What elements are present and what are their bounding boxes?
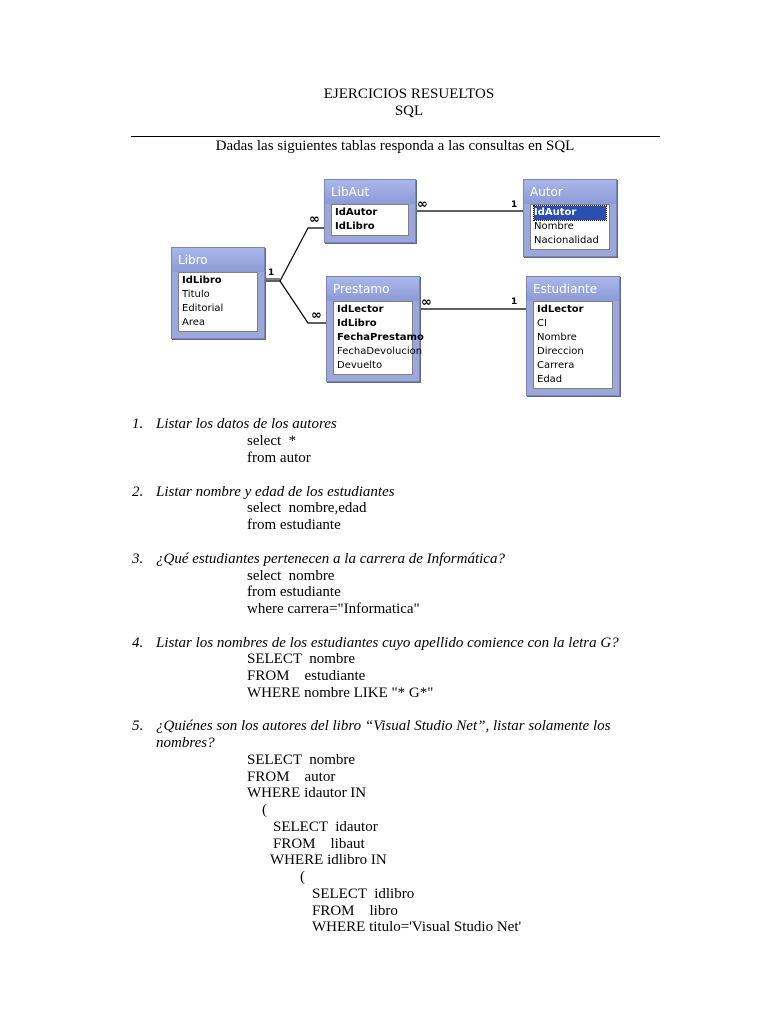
table-title[interactable]: Estudiante — [527, 277, 619, 301]
cardinality-one-estudiante: 1 — [511, 297, 518, 307]
sql-line: SELECT idautor — [273, 819, 378, 835]
exercise-question: Listar los nombres de los estudiantes cu… — [156, 635, 619, 651]
table-title[interactable]: Libro — [172, 248, 264, 272]
exercise-question: Listar los datos de los autores — [156, 416, 337, 432]
field[interactable]: Titulo — [182, 289, 210, 300]
field[interactable]: Nombre — [534, 221, 574, 232]
field[interactable]: Devuelto — [337, 360, 383, 371]
field[interactable]: Nombre — [537, 332, 577, 343]
cardinality-many-prestamo: ∞ — [311, 308, 322, 323]
relation-libro-libaut — [262, 227, 327, 282]
table-libro[interactable]: Libro IdLibro Titulo Editorial Area — [171, 247, 265, 339]
exercise-question-cont: nombres? — [156, 735, 215, 751]
cardinality-one-autor: 1 — [511, 200, 518, 210]
field[interactable]: FechaDevolucion — [337, 346, 423, 357]
field[interactable]: Direccion — [537, 346, 584, 357]
cardinality-one-libro: 1 — [268, 268, 275, 278]
intro-text: Dadas las siguientes tablas responda a l… — [215, 138, 575, 154]
sql-line: ( — [300, 869, 305, 885]
relationship-lines — [262, 210, 527, 324]
cardinality-many-prestamo-estudiante: ∞ — [421, 295, 432, 310]
field[interactable]: IdLibro — [182, 275, 222, 286]
field[interactable]: IdAutor — [335, 207, 378, 218]
exercise-question: ¿Quiénes son los autores del libro “Visu… — [156, 718, 611, 734]
sql-line: SELECT idlibro — [312, 886, 415, 902]
sql-line: FROM libaut — [273, 836, 365, 852]
sql-line: ( — [262, 802, 267, 818]
exercise-number: 2. — [132, 484, 144, 500]
exercise-number: 1. — [132, 416, 144, 432]
field[interactable]: Edad — [537, 374, 563, 385]
sql-line: from autor — [247, 450, 311, 466]
exercise-question: ¿Qué estudiantes pertenecen a la carrera… — [156, 551, 505, 567]
field[interactable]: Carrera — [537, 360, 575, 371]
field[interactable]: IdLector — [537, 304, 584, 315]
field-list: IdAutor IdLibro — [331, 204, 409, 236]
field-list: IdLibro Titulo Editorial Area — [178, 272, 258, 332]
field[interactable]: IdLibro — [335, 221, 375, 232]
field[interactable]: IdLector — [337, 304, 384, 315]
sql-line: where carrera="Informatica" — [247, 601, 420, 617]
sql-line: WHERE nombre LIKE "* G*" — [247, 685, 434, 701]
field[interactable]: Nacionalidad — [534, 235, 599, 246]
sql-line: WHERE titulo='Visual Studio Net' — [312, 919, 522, 935]
field-selected[interactable]: IdAutor — [533, 205, 607, 221]
exercise-number: 5. — [132, 718, 144, 734]
table-title[interactable]: Prestamo — [327, 277, 419, 301]
sql-line: SELECT nombre — [247, 651, 356, 667]
field-list: IdLector CI Nombre Direccion Carrera Eda… — [533, 301, 613, 389]
sql-line: FROM autor — [247, 769, 336, 785]
table-title[interactable]: LibAut — [325, 180, 415, 204]
sql-line: select nombre — [247, 568, 335, 584]
field[interactable]: Area — [182, 317, 206, 328]
sql-line: WHERE idlibro IN — [270, 852, 387, 868]
cardinality-many-libaut: ∞ — [309, 212, 320, 227]
field[interactable]: Editorial — [182, 303, 224, 314]
document-title: EJERCICIOS RESUELTOS — [323, 86, 495, 102]
sql-line: select * — [247, 433, 297, 449]
field[interactable]: CI — [537, 318, 547, 329]
document-subtitle: SQL — [394, 103, 424, 119]
table-prestamo[interactable]: Prestamo IdLector IdLibro FechaPrestamo … — [326, 276, 424, 382]
field[interactable]: IdLibro — [337, 318, 377, 329]
relation-libro-prestamo — [279, 280, 327, 324]
exercise-question: Listar nombre y edad de los estudiantes — [156, 484, 395, 500]
table-title[interactable]: Autor — [524, 180, 616, 204]
table-libaut[interactable]: LibAut IdAutor IdLibro — [324, 179, 416, 243]
field[interactable]: FechaPrestamo — [337, 332, 424, 343]
exercise-number: 4. — [132, 635, 144, 651]
sql-line: FROM libro — [312, 903, 398, 919]
cardinality-many-libaut-autor: ∞ — [417, 197, 428, 212]
field-list: IdAutor Nombre Nacionalidad — [530, 204, 610, 250]
sql-line: FROM estudiante — [247, 668, 366, 684]
table-estudiante[interactable]: Estudiante IdLector CI Nombre Direccion … — [526, 276, 620, 396]
title-divider — [131, 136, 660, 137]
field-list: IdLector IdLibro FechaPrestamo FechaDevo… — [333, 301, 424, 375]
sql-line: from estudiante — [247, 584, 341, 600]
exercise-number: 3. — [132, 551, 144, 567]
sql-line: from estudiante — [247, 517, 341, 533]
sql-line: SELECT nombre — [247, 752, 356, 768]
table-autor[interactable]: Autor IdAutor Nombre Nacionalidad — [523, 179, 617, 257]
sql-line: select nombre,edad — [247, 500, 367, 516]
sql-line: WHERE idautor IN — [247, 785, 367, 801]
